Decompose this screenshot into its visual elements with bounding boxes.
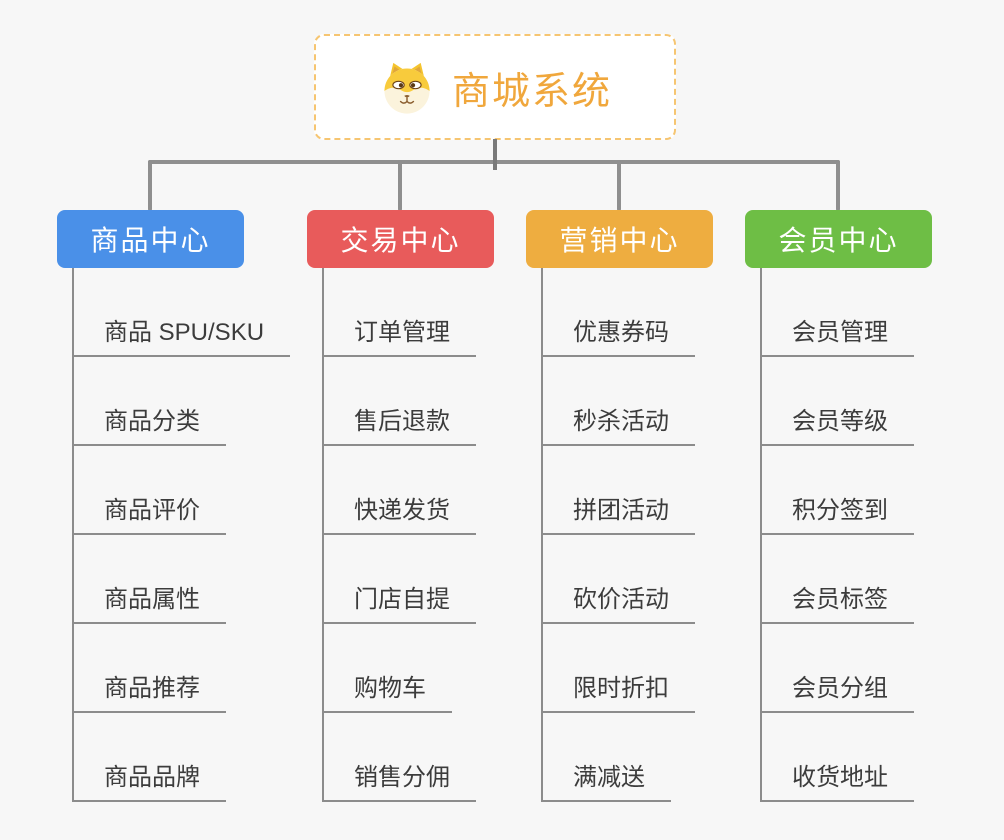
leaf-row: 订单管理 (324, 268, 476, 357)
leaf-node[interactable]: 砍价活动 (543, 579, 695, 624)
leaf-row: 收货地址 (762, 713, 914, 802)
leaf-row: 购物车 (324, 624, 476, 713)
branch-node-4[interactable]: 会员中心 (745, 210, 932, 268)
branch-children-spine: 会员管理 会员等级 积分签到 会员标签 会员分组 收货地址 (760, 268, 914, 802)
leaf-row: 积分签到 (762, 446, 914, 535)
leaf-node[interactable]: 会员等级 (762, 401, 914, 446)
leaf-node[interactable]: 购物车 (324, 668, 452, 713)
leaf-node[interactable]: 订单管理 (324, 312, 476, 357)
leaf-node[interactable]: 售后退款 (324, 401, 476, 446)
leaf-row: 拼团活动 (543, 446, 695, 535)
leaf-row: 限时折扣 (543, 624, 695, 713)
leaf-row: 会员等级 (762, 357, 914, 446)
leaf-node[interactable]: 会员标签 (762, 579, 914, 624)
branch-children-spine: 商品 SPU/SKU 商品分类 商品评价 商品属性 商品推荐 商品品牌 (72, 268, 291, 802)
root-node-title: 商城系统 (451, 70, 612, 113)
leaf-row: 满减送 (543, 713, 695, 802)
leaf-row: 会员标签 (762, 535, 914, 624)
connector-stub-branch-4 (836, 160, 840, 211)
branch-node-1[interactable]: 商品中心 (57, 210, 244, 268)
leaf-row: 门店自提 (324, 535, 476, 624)
leaf-node[interactable]: 销售分佣 (324, 757, 476, 802)
leaf-row: 商品 SPU/SKU (74, 268, 291, 357)
leaf-row: 会员管理 (762, 268, 914, 357)
leaf-node[interactable]: 会员管理 (762, 312, 914, 357)
leaf-node[interactable]: 商品推荐 (74, 668, 226, 713)
leaf-node[interactable]: 门店自提 (324, 579, 476, 624)
leaf-node[interactable]: 满减送 (543, 757, 671, 802)
leaf-row: 优惠券码 (543, 268, 695, 357)
leaf-node[interactable]: 商品评价 (74, 490, 226, 535)
root-node-mall-system[interactable]: 商城系统 (314, 34, 676, 140)
leaf-row: 商品属性 (74, 535, 290, 624)
branch-node-2[interactable]: 交易中心 (307, 210, 494, 268)
leaf-row: 商品品牌 (74, 713, 290, 802)
connector-root-stem (493, 139, 497, 170)
leaf-row: 会员分组 (762, 624, 914, 713)
leaf-node[interactable]: 收货地址 (762, 757, 914, 802)
leaf-row: 秒杀活动 (543, 357, 695, 446)
leaf-node[interactable]: 拼团活动 (543, 490, 695, 535)
branch-node-3[interactable]: 营销中心 (526, 210, 713, 268)
connector-stub-branch-3 (617, 160, 621, 211)
leaf-node[interactable]: 商品品牌 (74, 757, 226, 802)
leaf-node[interactable]: 限时折扣 (543, 668, 695, 713)
connector-stub-branch-2 (398, 160, 402, 211)
leaf-row: 销售分佣 (324, 713, 476, 802)
leaf-row: 商品评价 (74, 446, 290, 535)
leaf-row: 售后退款 (324, 357, 476, 446)
leaf-row: 快递发货 (324, 446, 476, 535)
leaf-node[interactable]: 积分签到 (762, 490, 914, 535)
leaf-node[interactable]: 快递发货 (324, 490, 476, 535)
branch-children-spine: 订单管理 售后退款 快递发货 门店自提 购物车 销售分佣 (322, 268, 476, 802)
dog-face-icon (384, 62, 430, 114)
leaf-node[interactable]: 商品属性 (74, 579, 226, 624)
leaf-row: 砍价活动 (543, 535, 695, 624)
leaf-node[interactable]: 优惠券码 (543, 312, 695, 357)
leaf-row: 商品分类 (74, 357, 290, 446)
leaf-node[interactable]: 会员分组 (762, 668, 914, 713)
connector-stub-branch-1 (148, 160, 152, 211)
leaf-row: 商品推荐 (74, 624, 290, 713)
leaf-node[interactable]: 商品 SPU/SKU (74, 312, 291, 357)
branch-children-spine: 优惠券码 秒杀活动 拼团活动 砍价活动 限时折扣 满减送 (541, 268, 695, 802)
leaf-node[interactable]: 商品分类 (74, 401, 226, 446)
leaf-node[interactable]: 秒杀活动 (543, 401, 695, 446)
